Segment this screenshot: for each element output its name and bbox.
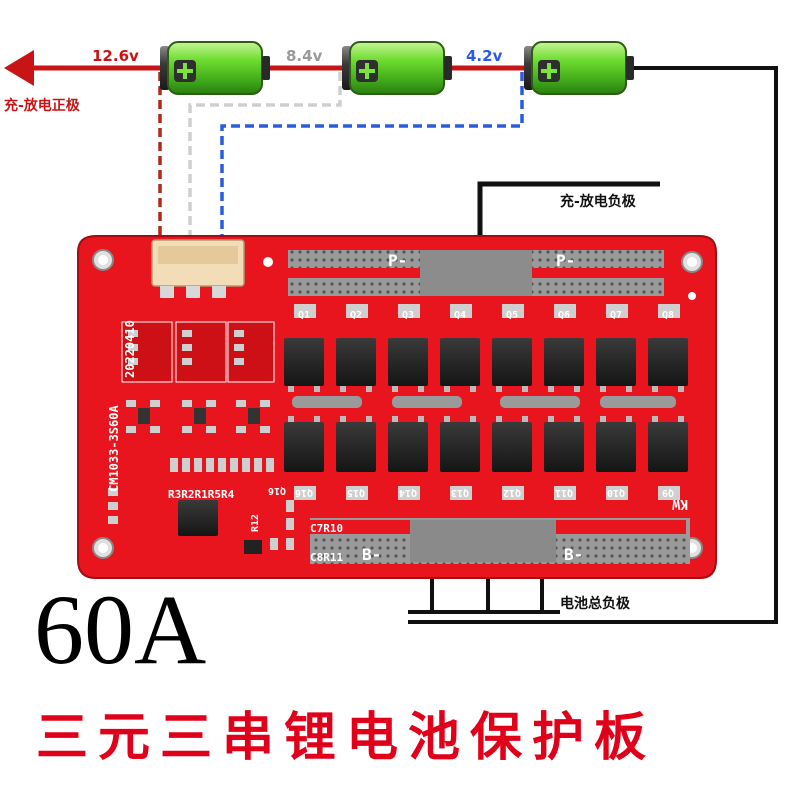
r12-label: R12 (250, 514, 261, 532)
c8r11-label: C8R11 (310, 551, 343, 564)
protection-ic (178, 500, 218, 536)
mosfet-label: Q8 (662, 310, 674, 321)
mosfet-label: Q6 (558, 310, 570, 321)
voltage-label-8-4: 8.4v (286, 47, 323, 65)
mosfet-label: Q7 (610, 310, 622, 321)
mosfet-q9: Q9 (648, 416, 688, 500)
mosfet-q14: Q14 (388, 416, 428, 500)
balance-connector (151, 239, 245, 298)
mosfet-q3: Q3 (388, 304, 428, 392)
q16-small-label: Q16 (268, 485, 286, 496)
mosfet-label: Q11 (555, 487, 573, 498)
battery-negative-label: 电池总负极 (560, 595, 631, 612)
voltage-label-4-2: 4.2v (466, 47, 503, 65)
arrow-left-icon (4, 50, 34, 86)
mosfet-q12: Q12 (492, 416, 532, 500)
mosfet-q1: Q1 (284, 304, 324, 392)
mosfet-q4: Q4 (440, 304, 480, 392)
voltage-label-12-6: 12.6v (92, 47, 139, 65)
pad-label-b-right: B- (564, 545, 583, 564)
mosfet-q13: Q13 (440, 416, 480, 500)
pad-label-p-left: P- (388, 251, 407, 270)
mosfet-label: Q12 (503, 487, 521, 498)
mosfet-label: Q13 (451, 487, 469, 498)
mosfet-label: Q16 (295, 487, 313, 498)
battery-cell-2 (342, 41, 452, 95)
mosfet-q7: Q7 (596, 304, 636, 392)
battery-cell-1 (160, 41, 270, 95)
brand-mark: KW (672, 496, 688, 511)
mosfet-row-top: Q1 Q2 Q3 Q4 Q5 Q6 Q7 Q8 (284, 304, 688, 392)
pcb-board: Q1 Q2 Q3 Q4 Q5 Q6 Q7 Q8 Q16 Q15 Q14 Q13 Q12 Q11 Q10 Q9… (77, 235, 717, 579)
pad-label-b-left: B- (362, 545, 381, 564)
mosfet-label: Q5 (506, 310, 518, 321)
mosfet-q6: Q6 (544, 304, 584, 392)
board-model-label: CM1033-3S60A (107, 405, 121, 492)
mosfet-q11: Q11 (544, 416, 584, 500)
mosfet-q8: Q8 (648, 304, 688, 392)
pad-label-p-right: P- (556, 251, 575, 270)
balance-wires (158, 72, 524, 250)
mosfet-row-bottom: Q16 Q15 Q14 Q13 Q12 Q11 Q10 Q9 (284, 416, 688, 500)
mosfet-q5: Q5 (492, 304, 532, 392)
positive-terminal-label: 充-放电正极 (4, 97, 81, 114)
mosfet-label: Q14 (399, 487, 417, 498)
mosfet-q2: Q2 (336, 304, 376, 392)
mosfet-label: Q15 (347, 487, 365, 498)
battery-cell-3 (524, 41, 634, 95)
mosfet-label: Q9 (662, 487, 674, 498)
mosfet-q10: Q10 (596, 416, 636, 500)
negative-wire (408, 66, 778, 624)
mosfet-label: Q3 (402, 310, 414, 321)
left-circuit-area (108, 321, 294, 554)
mosfet-label: Q2 (350, 310, 362, 321)
current-rating: 60A (34, 574, 207, 685)
mosfet-label: Q10 (607, 487, 625, 498)
board-date-label: 20220410 (123, 320, 137, 378)
c7r10-label: C7R10 (310, 522, 343, 535)
mosfet-label: Q4 (454, 310, 466, 321)
mosfet-q16: Q16 (284, 416, 324, 500)
negative-terminal-label: 充-放电负极 (560, 193, 637, 210)
mosfet-q15: Q15 (336, 416, 376, 500)
resistor-labels: R3R2R1R5R4 (168, 488, 235, 501)
product-title: 三元三串锂电池保护板 (36, 708, 657, 768)
mosfet-label: Q1 (298, 310, 310, 321)
positive-wire (4, 50, 532, 86)
